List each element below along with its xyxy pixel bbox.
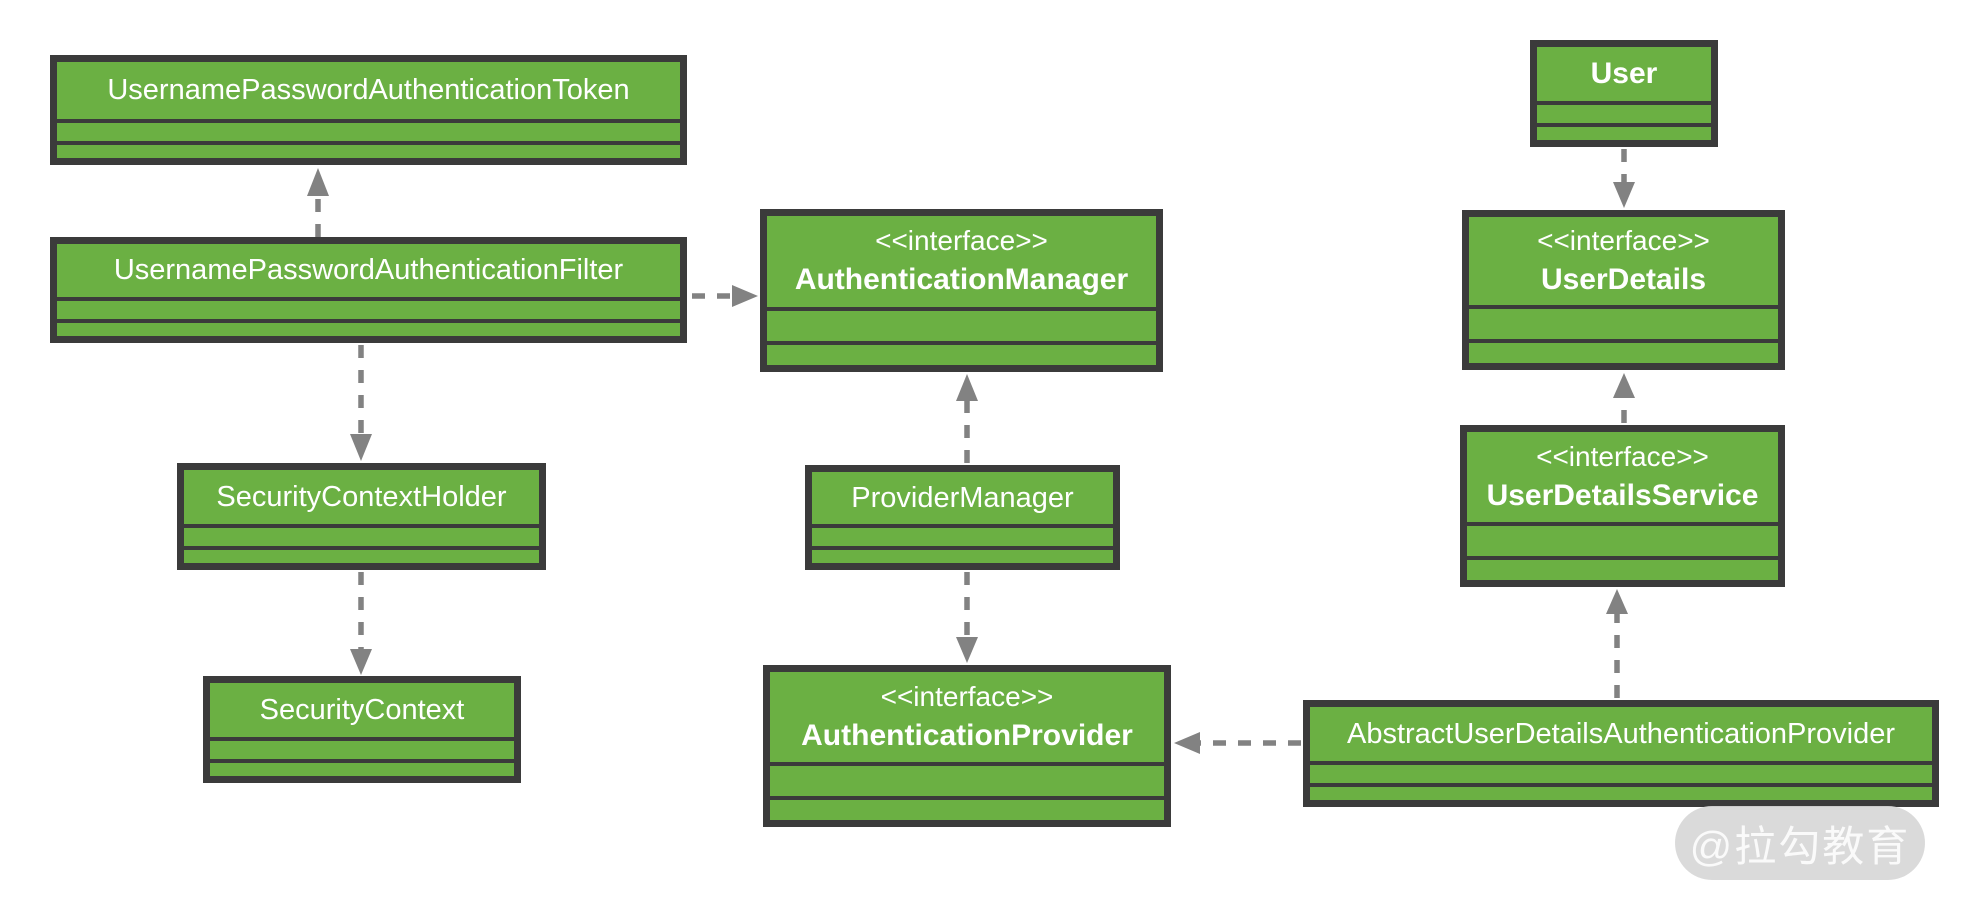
interface-name-section: <<interface>> UserDetails [1469,217,1778,305]
class-box-providermanager: ProviderManager [805,465,1120,570]
methods-compartment [1310,783,1932,800]
stereotype-label: <<interface>> [875,225,1048,257]
class-name: AuthenticationManager [794,263,1129,297]
methods-compartment [57,319,680,336]
interface-name-section: <<interface>> AuthenticationManager [767,216,1156,307]
attributes-compartment [812,524,1113,546]
methods-compartment [770,796,1164,820]
class-box-abstractuserdetailsauthenticationprovider: AbstractUserDetailsAuthenticationProvide… [1303,700,1939,807]
arrow-filter-to-securitycontextholder [350,345,372,461]
interface-box-userdetailsservice: <<interface>> UserDetailsService [1460,425,1785,587]
arrow-abstractprovider-to-authenticationprovider [1174,732,1301,754]
class-name: AuthenticationProvider [801,718,1133,752]
attributes-compartment [184,524,539,546]
methods-compartment [1469,339,1778,363]
arrow-abstractprovider-to-userdetailsservice [1606,589,1628,698]
class-name: UserDetailsService [1486,478,1759,512]
methods-compartment [812,546,1113,563]
arrow-providermanager-to-authenticationprovider [956,572,978,663]
methods-compartment [184,546,539,563]
interface-box-authenticationprovider: <<interface>> AuthenticationProvider [763,665,1171,827]
arrow-userdetailsservice-to-userdetails [1613,373,1635,423]
attributes-compartment [1310,761,1932,783]
attributes-compartment [767,307,1156,341]
watermark-badge: @拉勾教育 [1675,806,1925,880]
interface-box-authenticationmanager: <<interface>> AuthenticationManager [760,209,1163,372]
interface-name-section: <<interface>> AuthenticationProvider [770,672,1164,762]
class-box-securitycontextholder: SecurityContextHolder [177,463,546,570]
class-box-user: User [1530,40,1718,147]
class-box-usernamepasswordauthenticationfilter: UsernamePasswordAuthenticationFilter [50,237,687,343]
stereotype-label: <<interface>> [1536,440,1709,472]
arrow-filter-to-authenticationmanager [692,285,758,307]
arrow-securitycontextholder-to-securitycontext [350,572,372,675]
attributes-compartment [770,762,1164,796]
interface-box-userdetails: <<interface>> UserDetails [1462,210,1785,370]
class-name: User [1590,57,1658,91]
methods-compartment [57,141,680,158]
class-name: UsernamePasswordAuthenticationFilter [113,254,624,287]
class-name-wrap: User [1537,47,1711,101]
attributes-compartment [1537,101,1711,123]
stereotype-label: <<interface>> [880,680,1054,712]
attributes-compartment [57,297,680,319]
attributes-compartment [1469,305,1778,339]
methods-compartment [1467,556,1778,580]
methods-compartment [767,341,1156,365]
class-name: SecurityContext [259,693,465,726]
arrow-filter-to-token [307,168,329,237]
class-box-securitycontext: SecurityContext [203,676,521,783]
class-name: ProviderManager [851,481,1074,514]
attributes-compartment [210,737,514,759]
attributes-compartment [57,119,680,141]
class-name: UsernamePasswordAuthenticationToken [107,74,630,107]
class-name: SecurityContextHolder [216,480,507,513]
attributes-compartment [1467,522,1778,556]
class-box-usernamepasswordauthenticationtoken: UsernamePasswordAuthenticationToken [50,55,687,165]
arrow-user-to-userdetails [1613,149,1635,208]
methods-compartment [1537,123,1711,140]
stereotype-label: <<interface>> [1537,224,1710,256]
class-name: AbstractUserDetailsAuthenticationProvide… [1346,717,1896,750]
interface-name-section: <<interface>> UserDetailsService [1467,432,1778,522]
watermark-text: @拉勾教育 [1689,822,1911,870]
methods-compartment [210,759,514,776]
arrow-providermanager-to-authenticationmanager [956,374,978,463]
class-name: UserDetails [1540,262,1707,296]
